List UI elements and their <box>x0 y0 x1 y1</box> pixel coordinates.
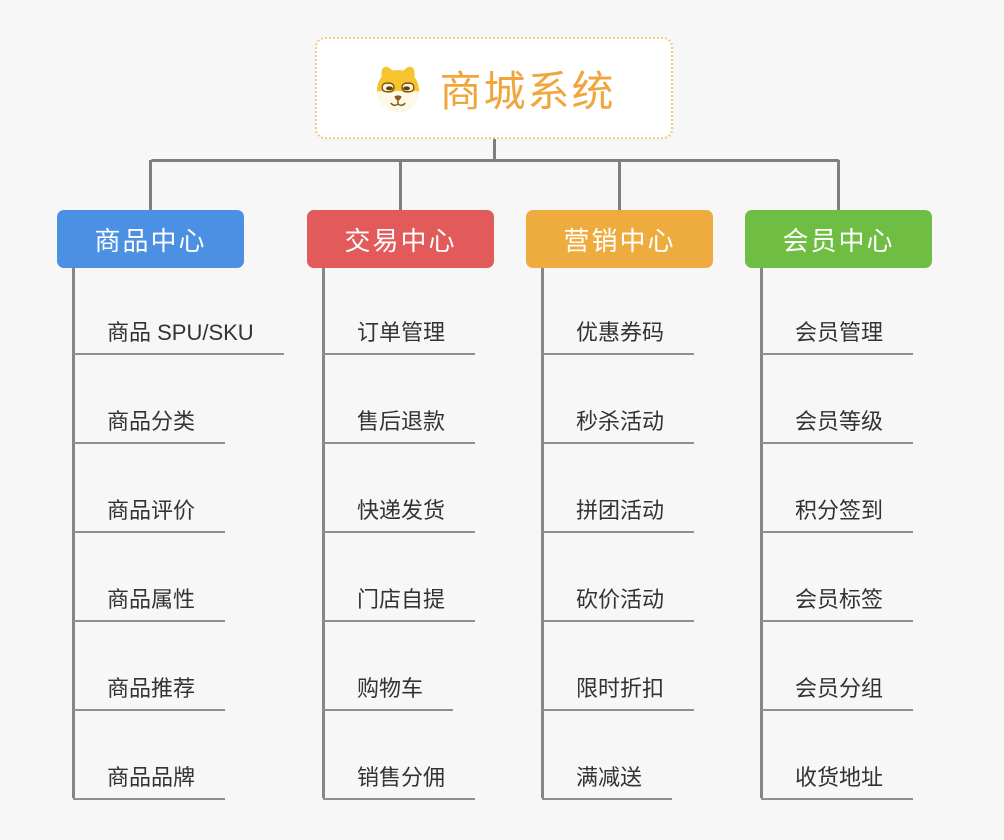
branch-box-1[interactable]: 商品中心 <box>57 210 244 268</box>
leaf-node[interactable]: 商品分类 <box>73 405 226 444</box>
leaf-node[interactable]: 会员分组 <box>761 672 914 711</box>
leaf-node[interactable]: 优惠券码 <box>542 316 695 355</box>
root-title: 商城系统 <box>439 67 616 115</box>
leaf-node[interactable]: 门店自提 <box>323 583 476 622</box>
leaf-node[interactable]: 快递发货 <box>323 494 476 533</box>
branch-spine-line <box>759 268 763 798</box>
connector-line <box>150 158 839 162</box>
leaf-node[interactable]: 订单管理 <box>323 316 476 355</box>
branch-spine-line <box>71 268 75 798</box>
leaf-node[interactable]: 商品属性 <box>73 583 226 622</box>
leaf-node[interactable]: 售后退款 <box>323 405 476 444</box>
branch-box-3[interactable]: 营销中心 <box>526 210 713 268</box>
leaf-node[interactable]: 商品 SPU/SKU <box>73 316 284 355</box>
dog-face-icon <box>372 61 424 115</box>
branch-box-4[interactable]: 会员中心 <box>745 210 932 268</box>
connector-line <box>399 160 402 210</box>
connector-line <box>149 160 152 210</box>
leaf-node[interactable]: 会员管理 <box>761 316 914 355</box>
leaf-node[interactable]: 限时折扣 <box>542 672 695 711</box>
leaf-node[interactable]: 满减送 <box>542 761 673 800</box>
leaf-node[interactable]: 销售分佣 <box>323 761 476 800</box>
leaf-node[interactable]: 商品品牌 <box>73 761 226 800</box>
leaf-node[interactable]: 积分签到 <box>761 494 914 533</box>
branch-box-2[interactable]: 交易中心 <box>307 210 494 268</box>
branch-spine-line <box>540 268 544 798</box>
branch-spine-line <box>321 268 325 798</box>
leaf-node[interactable]: 购物车 <box>323 672 454 711</box>
leaf-node[interactable]: 商品推荐 <box>73 672 226 711</box>
leaf-node[interactable]: 会员标签 <box>761 583 914 622</box>
root-node[interactable]: 商城系统 <box>315 37 673 139</box>
connector-line <box>618 160 621 210</box>
leaf-node[interactable]: 会员等级 <box>761 405 914 444</box>
leaf-node[interactable]: 收货地址 <box>761 761 914 800</box>
leaf-node[interactable]: 砍价活动 <box>542 583 695 622</box>
leaf-node[interactable]: 秒杀活动 <box>542 405 695 444</box>
connector-line <box>837 160 840 210</box>
leaf-node[interactable]: 商品评价 <box>73 494 226 533</box>
leaf-node[interactable]: 拼团活动 <box>542 494 695 533</box>
connector-line <box>492 139 496 160</box>
